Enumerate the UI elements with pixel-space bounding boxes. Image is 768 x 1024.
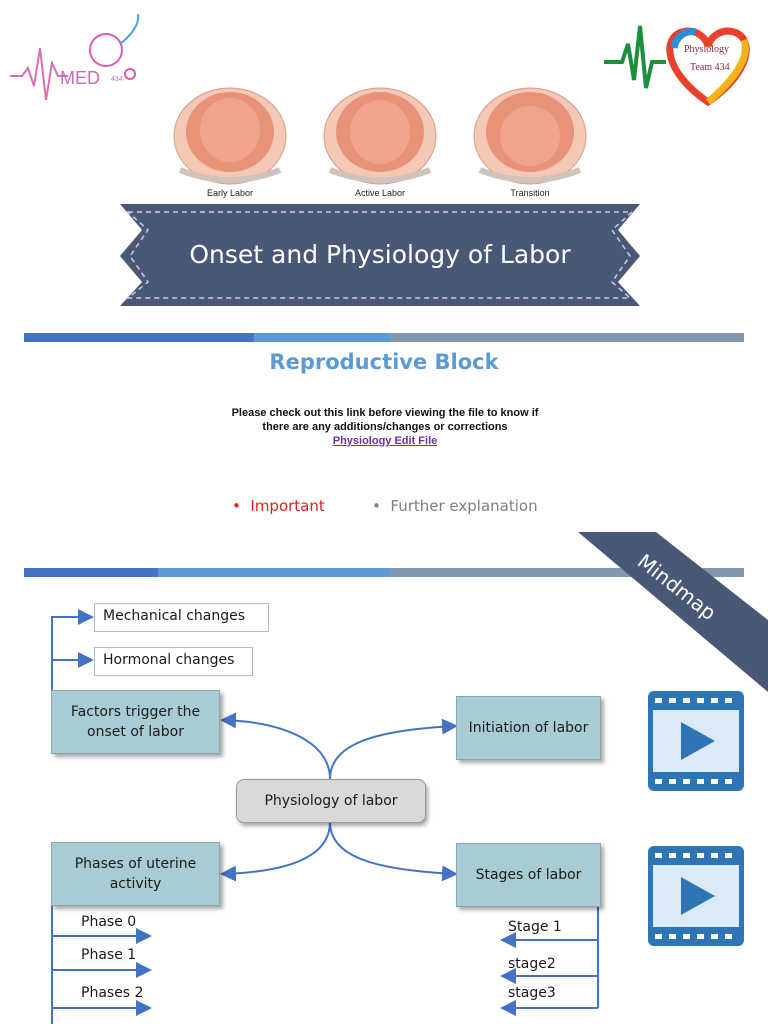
initiation-of-labor-box: Initiation of labor [456, 696, 601, 760]
divider-segment [390, 333, 744, 342]
mechanical-changes-box: Mechanical changes [94, 603, 269, 632]
notice-line-1: Please check out this link before viewin… [231, 407, 539, 419]
phase-0-label: Phase 0 [81, 914, 137, 930]
physiology-edit-link[interactable]: Physiology Edit File [332, 435, 438, 447]
legend-important-label: Important [250, 497, 325, 515]
block-subtitle: Reproductive Block [269, 350, 499, 374]
divider-segment [254, 333, 390, 342]
hormonal-changes-box: Hormonal changes [94, 647, 253, 676]
notice-text: Please check out this link before viewin… [180, 406, 590, 448]
physiology-team-logo: Physiology Team 434 [604, 25, 750, 106]
physiology-of-labor-box: Physiology of labor [236, 779, 426, 823]
video-play-icon[interactable] [647, 845, 745, 947]
phases-uterine-activity-box: Phases of uterine activity [51, 842, 220, 906]
notice-line-2: there are any additions/changes or corre… [262, 421, 508, 433]
stage-1-label: Stage 1 [508, 919, 562, 935]
page-title: Onset and Physiology of Labor [189, 240, 571, 269]
labor-stages-illustration: Early Labor Active Labor Transition [160, 78, 610, 198]
uterus-image [173, 87, 287, 185]
legend-further: • Further explanation [372, 497, 538, 515]
phase-2-label: Phases 2 [81, 985, 144, 1001]
med-text: MED [60, 68, 100, 88]
legend-further-label: Further explanation [390, 497, 538, 515]
divider-segment [24, 568, 158, 577]
mindmap-tag: Mindmap [578, 532, 768, 692]
physiology-text: Physiology [684, 44, 729, 55]
video-play-icon[interactable] [647, 690, 745, 792]
stage-2-label: stage2 [508, 956, 556, 972]
uterus-image [473, 87, 587, 185]
team-text: Team 434 [690, 62, 730, 73]
uterus-image [323, 87, 437, 185]
stage-transition: Transition [460, 78, 600, 198]
stage-label: Transition [510, 188, 550, 198]
med-number: 434 [111, 76, 123, 83]
divider-segment [390, 568, 744, 577]
diagram-connectors [51, 609, 599, 1024]
phase-1-label: Phase 1 [81, 947, 137, 963]
stages-of-labor-box: Stages of labor [456, 843, 601, 907]
bullet: • [232, 497, 251, 515]
stage-label: Early Labor [206, 188, 254, 198]
divider-segment [158, 568, 390, 577]
divider-segment [24, 333, 254, 342]
bullet: • [372, 497, 391, 515]
stage-label: Active Labor [354, 188, 406, 198]
stage-active: Active Labor [310, 78, 450, 198]
ribbon-shape [120, 204, 640, 306]
title-ribbon: Onset and Physiology of Labor [120, 200, 640, 310]
stage-early: Early Labor [160, 78, 300, 198]
stage-3-label: stage3 [508, 985, 556, 1001]
legend-important: • Important [232, 497, 325, 515]
factors-trigger-box: Factors trigger the onset of labor [51, 690, 220, 754]
med-434-logo: MED 434 [10, 13, 140, 101]
